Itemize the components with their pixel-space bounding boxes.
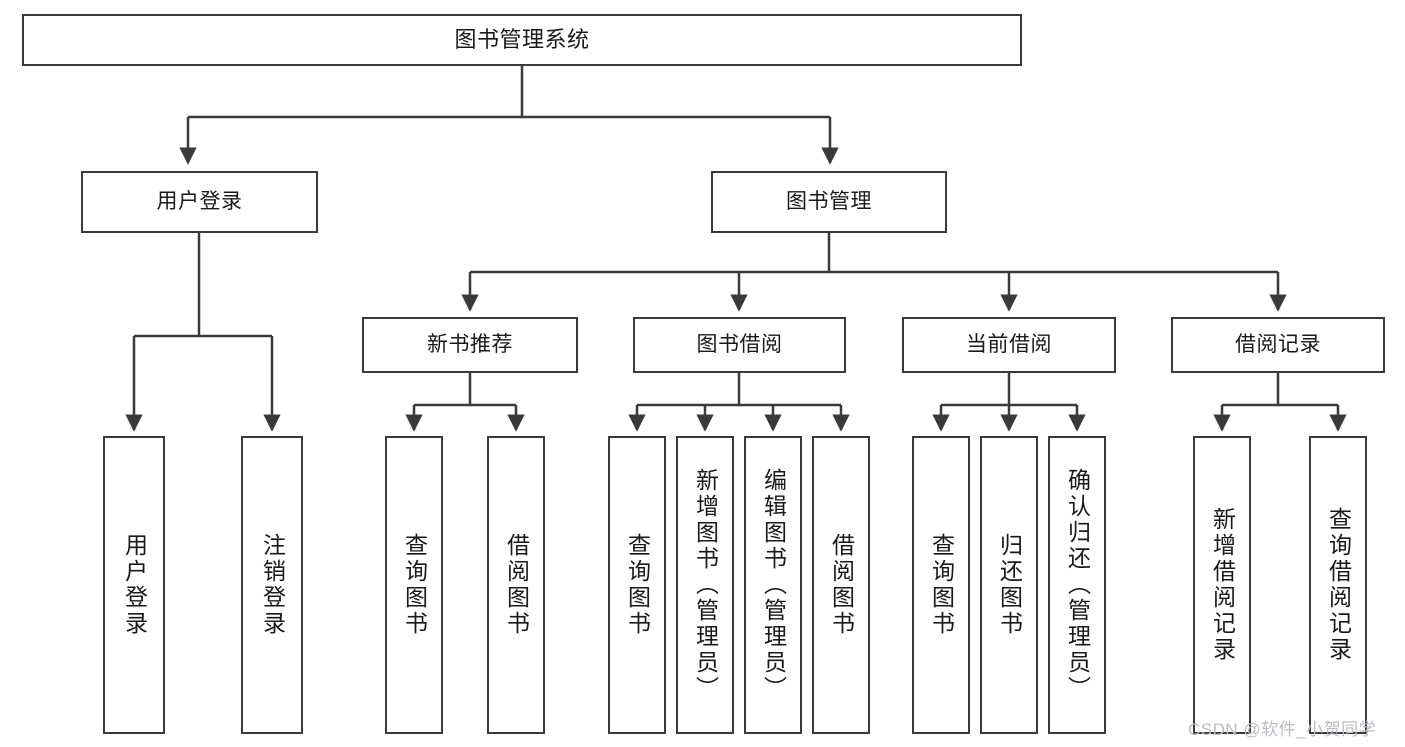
node-leaf-borrow-book-2-label: 借阅图书	[828, 533, 855, 637]
node-leaf-user-logout-label: 注销登录	[259, 533, 286, 637]
node-new-book-recommend-label: 新书推荐	[427, 332, 513, 356]
node-leaf-edit-book-label: 编辑图书（管理员）	[760, 468, 787, 702]
node-leaf-return-book-label: 归还图书	[996, 533, 1023, 637]
watermark-text: CSDN @软件_小贺同学	[1188, 720, 1377, 739]
node-leaf-user-logout[interactable]: 注销登录	[241, 436, 303, 734]
node-leaf-add-record[interactable]: 新增借阅记录	[1193, 436, 1251, 734]
node-leaf-query-record[interactable]: 查询借阅记录	[1309, 436, 1367, 734]
node-root-label: 图书管理系统	[454, 27, 590, 53]
node-current-borrow[interactable]: 当前借阅	[902, 317, 1116, 373]
node-leaf-query-book-2[interactable]: 查询图书	[608, 436, 666, 734]
node-leaf-return-book[interactable]: 归还图书	[980, 436, 1038, 734]
node-leaf-borrow-book-2[interactable]: 借阅图书	[812, 436, 870, 734]
node-book-borrow[interactable]: 图书借阅	[633, 317, 846, 373]
node-user-login[interactable]: 用户登录	[81, 171, 318, 233]
node-leaf-borrow-book-1-label: 借阅图书	[503, 533, 530, 637]
node-new-book-recommend[interactable]: 新书推荐	[362, 317, 578, 373]
node-borrow-record-label: 借阅记录	[1235, 332, 1321, 356]
node-borrow-record[interactable]: 借阅记录	[1171, 317, 1385, 373]
node-book-management[interactable]: 图书管理	[711, 171, 947, 233]
node-leaf-user-login-label: 用户登录	[121, 533, 148, 637]
node-leaf-query-book-3[interactable]: 查询图书	[912, 436, 970, 734]
node-current-borrow-label: 当前借阅	[966, 332, 1052, 356]
node-leaf-borrow-book-1[interactable]: 借阅图书	[487, 436, 545, 734]
node-book-borrow-label: 图书借阅	[696, 332, 783, 356]
node-leaf-edit-book[interactable]: 编辑图书（管理员）	[744, 436, 802, 734]
node-leaf-add-book[interactable]: 新增图书（管理员）	[676, 436, 734, 734]
node-leaf-query-book-1[interactable]: 查询图书	[385, 436, 443, 734]
node-user-login-label: 用户登录	[156, 189, 243, 213]
node-leaf-add-book-label: 新增图书（管理员）	[692, 468, 719, 702]
node-leaf-query-record-label: 查询借阅记录	[1325, 507, 1352, 663]
node-leaf-query-book-1-label: 查询图书	[401, 533, 428, 637]
node-leaf-user-login[interactable]: 用户登录	[103, 436, 165, 734]
node-leaf-query-book-2-label: 查询图书	[624, 533, 651, 637]
node-leaf-confirm-return[interactable]: 确认归还（管理员）	[1048, 436, 1106, 734]
node-root[interactable]: 图书管理系统	[22, 14, 1022, 66]
node-leaf-add-record-label: 新增借阅记录	[1209, 507, 1236, 663]
node-leaf-query-book-3-label: 查询图书	[928, 533, 955, 637]
node-leaf-confirm-return-label: 确认归还（管理员）	[1064, 468, 1091, 702]
node-book-management-label: 图书管理	[786, 189, 872, 213]
